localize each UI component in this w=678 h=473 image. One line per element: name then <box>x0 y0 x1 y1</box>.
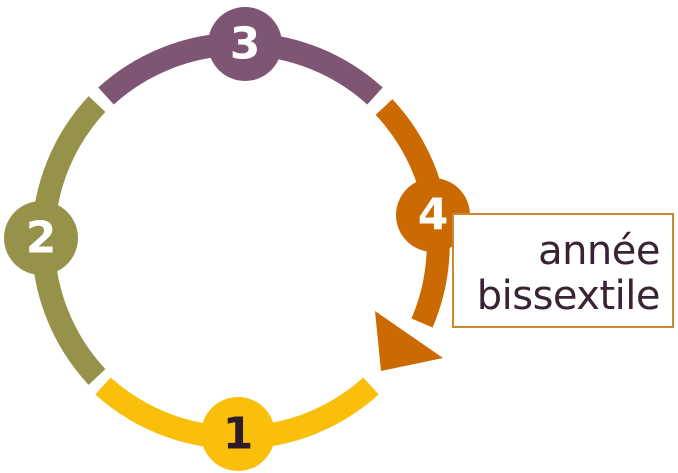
step-4-number: 4 <box>418 190 449 241</box>
callout-line-1: année <box>538 228 660 274</box>
step-3-marker: 3 <box>208 7 282 81</box>
arrow-head <box>375 311 443 371</box>
step-2-number: 2 <box>26 213 57 264</box>
step-2-marker: 2 <box>4 201 78 275</box>
step-1-number: 1 <box>223 409 254 460</box>
step-4-marker: 4 <box>396 178 470 252</box>
step-1-marker: 1 <box>201 397 275 471</box>
leap-year-callout: année bissextile <box>452 213 674 328</box>
callout-line-2: bissextile <box>476 273 661 319</box>
step-3-number: 3 <box>230 19 261 70</box>
